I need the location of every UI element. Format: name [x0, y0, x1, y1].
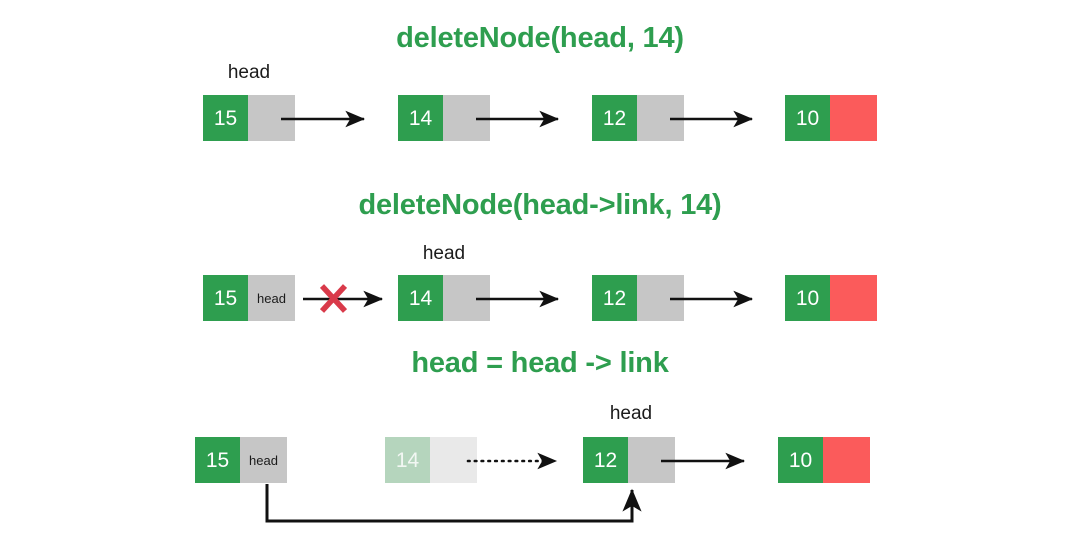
broken-link-cross-icon [319, 284, 348, 313]
node-data-cell: 10 [785, 275, 830, 321]
node-link-cell: head [240, 437, 287, 483]
node-data-cell: 15 [203, 275, 248, 321]
step-1-node-10: 10 [785, 95, 877, 141]
node-data-cell: 10 [785, 95, 830, 141]
node-null-link-cell [823, 437, 870, 483]
step-3-node-12: 12 [583, 437, 675, 483]
node-link-cell [637, 275, 684, 321]
step-1-title: deleteNode(head, 14) [396, 22, 684, 54]
node-link-cell [443, 95, 490, 141]
node-data-cell: 10 [778, 437, 823, 483]
step-3-head-pointer-label: head [609, 403, 653, 424]
step-3-node-10: 10 [778, 437, 870, 483]
step-3-title: head = head -> link [411, 347, 669, 379]
node-link-label: head [257, 290, 286, 306]
step-2-node-10: 10 [785, 275, 877, 321]
step-3-relink-connector [265, 484, 642, 523]
step-1-node-14: 14 [398, 95, 490, 141]
step-3-node-15: 15 head [195, 437, 287, 483]
node-data-cell: 15 [203, 95, 248, 141]
node-data-cell: 12 [583, 437, 628, 483]
step-2-node-14: 14 [398, 275, 490, 321]
node-link-cell [637, 95, 684, 141]
node-link-label: head [249, 452, 278, 468]
node-data-cell: 14 [398, 275, 443, 321]
node-data-cell: 12 [592, 275, 637, 321]
node-null-link-cell [830, 275, 877, 321]
step-1-node-15: 15 [203, 95, 295, 141]
step-2-head-pointer-label: head [422, 243, 466, 264]
node-link-cell [628, 437, 675, 483]
step-2-node-12: 12 [592, 275, 684, 321]
node-data-cell: 15 [195, 437, 240, 483]
step-2-node-15: 15 head [203, 275, 295, 321]
step-3-node-14-deleted: 14 [385, 437, 477, 483]
node-link-cell [443, 275, 490, 321]
node-null-link-cell [830, 95, 877, 141]
node-data-cell: 14 [385, 437, 430, 483]
node-data-cell: 14 [398, 95, 443, 141]
node-link-cell: head [248, 275, 295, 321]
node-link-cell [248, 95, 295, 141]
step-1-node-12: 12 [592, 95, 684, 141]
node-link-cell [430, 437, 477, 483]
node-data-cell: 12 [592, 95, 637, 141]
step-1-head-pointer-label: head [227, 62, 271, 83]
step-2-title: deleteNode(head->link, 14) [358, 189, 722, 221]
